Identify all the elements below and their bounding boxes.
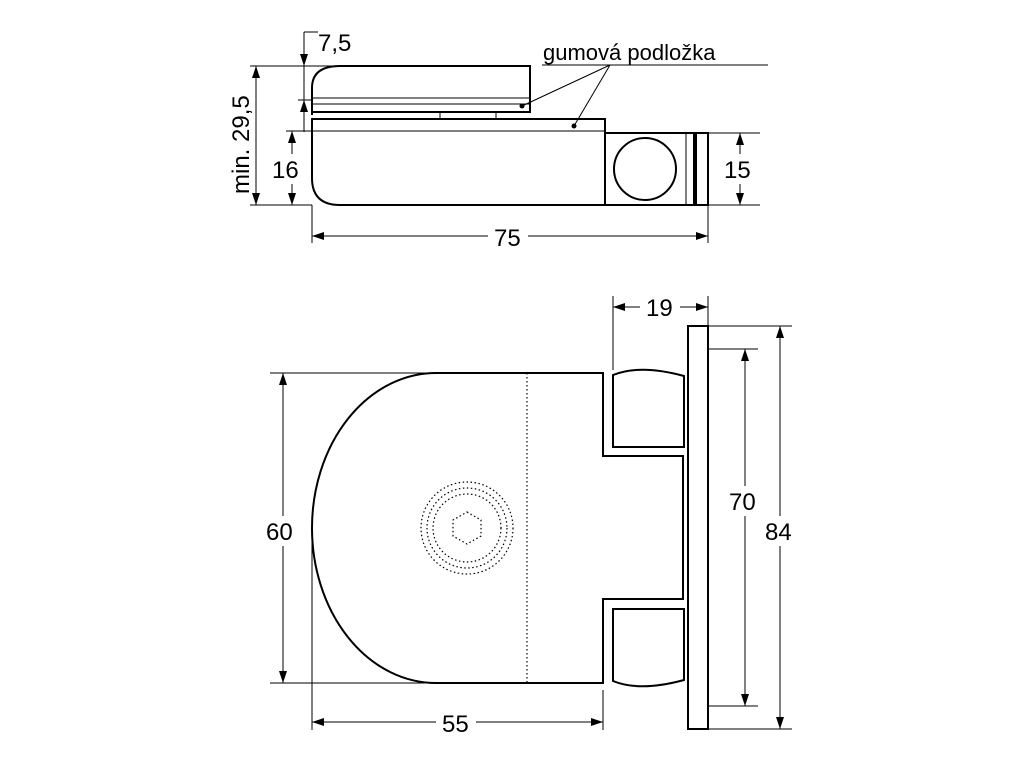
hinge-lug-bottom <box>612 608 685 688</box>
upper-clamp-plate <box>311 65 531 115</box>
screw-outer-dotted <box>420 481 514 575</box>
side-view: 7,5 min. 29,5 16 15 75 <box>228 30 768 252</box>
dim-overall-height: 84 <box>765 519 792 546</box>
dim-min-total: min. 29,5 <box>228 95 255 194</box>
hex-socket-icon <box>452 511 482 545</box>
dim-width: 60 <box>266 519 293 546</box>
clamp-body <box>311 372 684 684</box>
hinge-housing <box>605 132 695 206</box>
top-view: 60 55 19 70 84 <box>264 292 803 738</box>
lower-base <box>311 118 606 206</box>
dim-base-height: 16 <box>272 157 299 184</box>
hinge-lug-top <box>612 368 685 448</box>
dim-body-length: 55 <box>442 711 469 738</box>
glass-plate-top <box>687 325 709 730</box>
dim-pin-height: 15 <box>724 157 751 184</box>
dim-overall-length: 75 <box>494 225 521 252</box>
screw-mid-dotted <box>426 487 508 569</box>
glass-plate <box>695 132 709 206</box>
callout-rubber-pad: gumová podložka <box>543 40 716 65</box>
screw-inner-dotted <box>432 493 502 563</box>
hinge-pin <box>613 137 677 201</box>
dim-lip: 7,5 <box>318 30 351 57</box>
dim-inner-height: 70 <box>729 489 756 516</box>
dim-hinge-depth: 19 <box>646 295 673 322</box>
